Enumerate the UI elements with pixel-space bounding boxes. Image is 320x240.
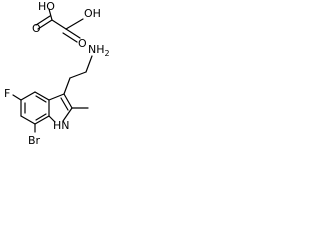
bond-c7a-c3a: [20, 115, 36, 125]
bond-c5-c6: [34, 91, 50, 101]
bond-c3-c2: [63, 93, 73, 109]
bond-n1-c7a: [48, 115, 56, 123]
bond-c3a-c3: [48, 93, 65, 101]
indole-ethylamine: [12, 55, 93, 133]
bond-c1-o: [65, 28, 81, 39]
bond-c2-o-double: [35, 15, 51, 26]
bond-c1-c2: [51, 19, 67, 30]
atom-bromo: Br: [28, 134, 41, 147]
bond-c3-ch2: [63, 77, 71, 95]
bond-ch2-n: [85, 55, 93, 73]
atom-amine: NH2: [88, 43, 110, 58]
bond-c7-c7a: [34, 115, 50, 125]
atom-o-top: O: [32, 22, 41, 35]
bond-c1-o-double: [62, 32, 78, 43]
atom-ho-bottom: HO: [38, 0, 55, 13]
oxalic-acid: [35, 8, 84, 43]
atom-fluoro: F: [4, 87, 10, 100]
bond-c2-n1: [62, 107, 73, 122]
bond-c5-f: [12, 94, 22, 101]
bond-c2-o: [37, 19, 53, 30]
bond-c3-c2-double: [60, 97, 69, 111]
atom-ring-nh: HN: [53, 119, 70, 132]
bond-ch2-ch2: [69, 71, 87, 79]
atom-o-bottom: O: [78, 37, 87, 50]
bond-c4-c5: [20, 91, 36, 101]
bond-c1-oh: [65, 18, 84, 30]
chemical-structure: OH O HO O NH2 F Br HN: [4, 0, 110, 147]
bond-c7-c7a-double: [35, 113, 47, 121]
bond-c5-c6-double: [35, 95, 47, 103]
atom-amine-subscript: 2: [105, 49, 110, 58]
bond-c2-ho: [48, 8, 53, 21]
atom-oh-top: OH: [84, 7, 101, 20]
